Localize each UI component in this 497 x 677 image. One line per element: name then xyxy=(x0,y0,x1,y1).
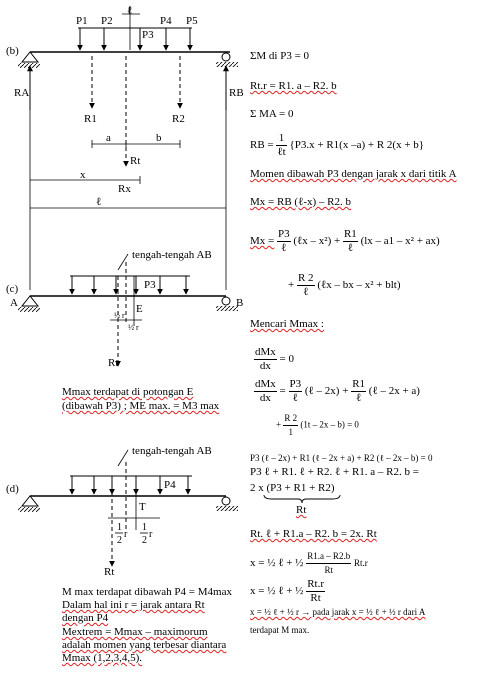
label-rx: Rx xyxy=(118,183,131,195)
pin-support-a-d xyxy=(20,495,40,507)
roller-support-b-c xyxy=(221,296,231,306)
eq-moment-note: Momen dibawah P3 dengan jarak x dari tit… xyxy=(250,168,457,180)
figure-b: (b) ℓ P1 P2 P3 P4 P5 RA RB R1 R2 xyxy=(6,5,244,290)
label-half-r-1: ½ r xyxy=(114,311,125,320)
label-p3-c: P3 xyxy=(144,279,156,291)
figure-c: (c) tengah-tengah AB P3 E ½ r ½ r Rt A B xyxy=(6,249,243,369)
eq-expand-zero: P3 (ℓ – 2x) + R1 (ℓ – 2x + a) + R2 (ℓ – … xyxy=(250,453,433,463)
dim-a-label: a xyxy=(106,132,111,144)
label-rt-c: Rt xyxy=(108,357,118,369)
note-c-1: Mmax terdapat di potongan E xyxy=(62,386,194,398)
ground-hatch-a-b xyxy=(18,63,40,68)
label-t: T xyxy=(139,501,146,513)
eq-mencari-mmax: Mencari Mmax : xyxy=(250,318,324,330)
note-d-4: Mextrem = Mmax – maximorum xyxy=(62,626,208,638)
label-r2: R2 xyxy=(172,113,185,125)
ground-hatch-b-b xyxy=(216,62,238,67)
label-p4: P4 xyxy=(160,15,172,27)
dim-x-label: x xyxy=(80,169,86,181)
roller-support-b-d xyxy=(221,496,231,506)
figure-d: (d) tengah-tengah AB P4 T 1 2 r 1 2 r Rt xyxy=(6,445,238,578)
label-p2: P2 xyxy=(101,15,113,27)
note-d: tengah-tengah AB xyxy=(132,445,212,457)
label-p4-d: P4 xyxy=(164,479,176,491)
label-p5: P5 xyxy=(186,15,198,27)
eq-sum-ma: Σ MA = 0 xyxy=(250,108,294,120)
eq-sum-m-p3: ΣM di P3 = 0 xyxy=(250,50,310,62)
fig-c-label: (c) xyxy=(6,283,19,295)
brace-under-sum xyxy=(263,494,341,504)
roller-support-b-b xyxy=(221,52,231,62)
frac-den-l: 2 xyxy=(117,535,122,546)
fig-d-label: (d) xyxy=(6,483,19,495)
frac-r-r: r xyxy=(149,529,153,540)
note-d-6: Mmax (1,2,3,4,5). xyxy=(62,652,143,664)
note-d-5: adalah momen yang terbesar diantara xyxy=(62,639,227,651)
note-d-2: Dalam hal ini r = jarak antara Rt xyxy=(62,599,205,611)
eq-terdapat: terdapat M max. xyxy=(250,625,310,635)
eq-rt-r: Rt.r = R1. a – R2. b xyxy=(250,80,337,92)
pin-support-a-b xyxy=(20,51,40,63)
frac-num-r: 1 xyxy=(142,522,147,533)
label-rt-b: Rt xyxy=(130,155,140,167)
frac-num-l: 1 xyxy=(117,522,122,533)
frac-r-l: r xyxy=(124,529,128,540)
eq-rt-l: Rt. ℓ + R1.a – R2. b = 2x. Rt xyxy=(250,528,377,540)
frac-den-r: 2 xyxy=(142,535,147,546)
label-ra: RA xyxy=(14,87,29,99)
eq-mx-1: Mx = RB (ℓ-x) – R2. b xyxy=(250,196,352,208)
label-rt-d: Rt xyxy=(104,566,114,578)
note-c: tengah-tengah AB xyxy=(132,249,212,261)
eq-2x: 2 x (P3 + R1 + R2) xyxy=(250,482,335,494)
support-b-label-c: B xyxy=(236,297,243,309)
note-c-2: (dibawah P3) ; ME max. = M3 max xyxy=(62,400,220,412)
label-r1: R1 xyxy=(84,113,97,125)
label-p1: P1 xyxy=(76,15,88,27)
label-e: E xyxy=(136,303,143,315)
pin-support-a-c xyxy=(20,295,40,307)
eq-rt-under: Rt xyxy=(296,504,307,516)
label-half-r-2: ½ r xyxy=(128,323,139,332)
label-p3: P3 xyxy=(142,29,154,41)
dim-b-label: b xyxy=(156,132,162,144)
note-d-3: dengan P4 xyxy=(62,612,109,624)
eq-x-final: x = ½ ℓ + ½ r → pada jarak x = ½ ℓ + ½ r… xyxy=(250,607,426,617)
support-a-label-c: A xyxy=(10,297,18,309)
fig-b-label: (b) xyxy=(6,45,19,57)
eq-sum-l: P3 ℓ + R1. ℓ + R2. ℓ + R1. a – R2. b = xyxy=(250,466,419,478)
dim-l-label: ℓ xyxy=(96,196,101,208)
note-d-1: M max terdapat dibawah P4 = M4max xyxy=(62,586,232,598)
label-rb: RB xyxy=(229,87,244,99)
